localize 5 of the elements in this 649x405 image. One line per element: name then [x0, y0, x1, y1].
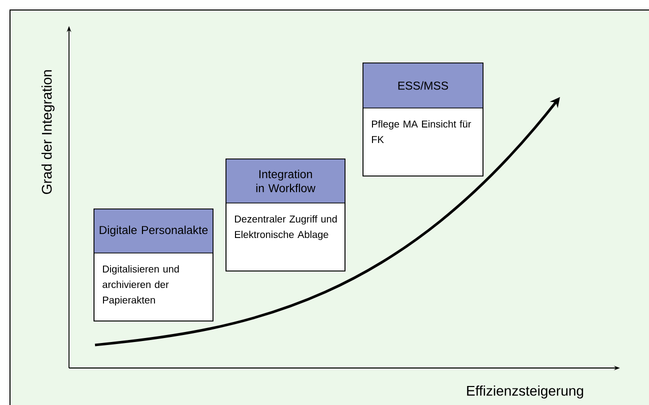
stage-box: ESS/MSS Pflege MA Einsicht für FK — [362, 62, 484, 176]
axis-label: Grad der Integration — [41, 70, 55, 194]
axis-label: Effizienzsteigerung — [467, 385, 584, 399]
stage-box: Digitale Personalakte Digitalisieren und archivieren der Papierakten — [94, 208, 214, 322]
stage-box: Integration in Workflow Dezentraler Zugriff und Elektronische Ablage — [226, 158, 346, 272]
